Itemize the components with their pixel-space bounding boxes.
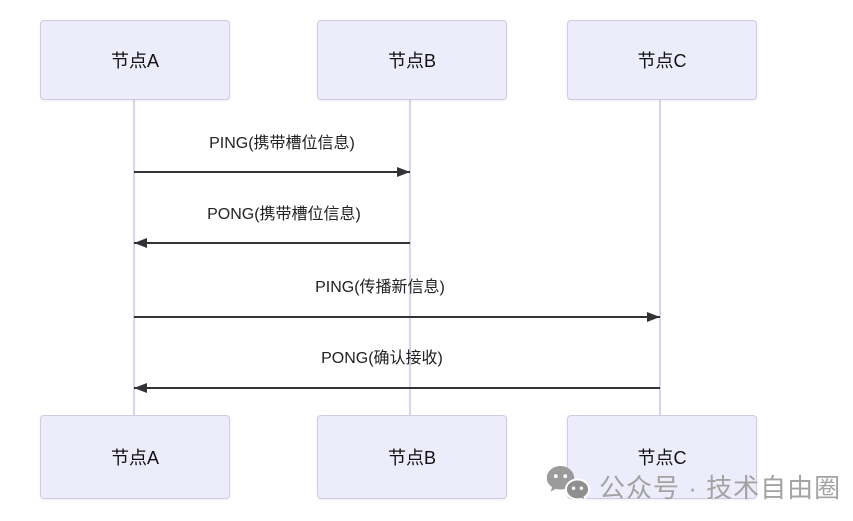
arrowhead-left-icon [134, 238, 147, 248]
arrowhead-left-icon [134, 383, 147, 393]
actor-node-b-top: 节点B [317, 20, 507, 100]
watermark-text: 公众号 · 技术自由圈 [599, 472, 842, 503]
arrowhead-right-icon [397, 167, 410, 177]
actor-node-b-bottom: 节点B [317, 415, 507, 499]
actor-node-a-bottom: 节点A [40, 415, 230, 499]
actor-label-node-b: 节点B [387, 51, 436, 71]
lifeline-node-c [659, 99, 661, 415]
message-arrow-ping-a-to-b [134, 167, 410, 177]
arrowhead-right-icon [647, 312, 660, 322]
actor-label-node-a: 节点A [110, 448, 159, 468]
message-arrow-pong-c-to-a [134, 383, 660, 393]
lifeline-node-a [133, 99, 135, 415]
message-arrow-ping-a-to-c [134, 312, 660, 322]
actor-node-a-top: 节点A [40, 20, 230, 100]
actor-label-node-c: 节点C [637, 51, 687, 71]
actor-label-node-b: 节点B [387, 448, 436, 468]
actor-label-node-c: 节点C [637, 448, 687, 468]
lifeline-node-b [409, 99, 411, 415]
message-label-pong-c-to-a: PONG(确认接收) [321, 350, 443, 367]
actor-label-node-a: 节点A [110, 51, 159, 71]
message-label-ping-a-to-c: PING(传播新信息) [315, 279, 445, 296]
actor-node-c-bottom: 节点C [567, 415, 757, 499]
message-arrow-pong-b-to-a [134, 238, 410, 248]
wechat-icon [546, 466, 591, 504]
message-label-pong-b-to-a: PONG(携带槽位信息) [207, 206, 361, 223]
actor-node-c-top: 节点C [567, 20, 757, 100]
watermark: 公众号 · 技术自由圈 [545, 464, 841, 508]
message-label-ping-a-to-b: PING(携带槽位信息) [209, 135, 355, 152]
